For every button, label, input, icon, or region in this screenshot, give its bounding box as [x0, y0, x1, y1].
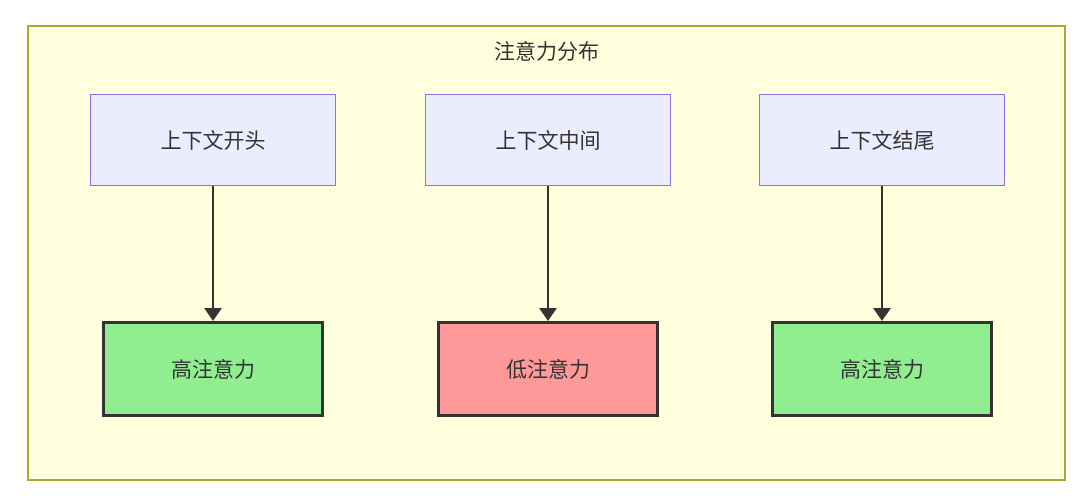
node-high-attention-right: 高注意力	[771, 321, 993, 417]
attention-distribution-subgraph: 注意力分布 上下文开头 高注意力 上下文中间 低注意力 上下文结尾	[27, 25, 1066, 481]
column-context-end: 上下文结尾 高注意力	[752, 94, 1012, 417]
column-context-beginning: 上下文开头 高注意力	[83, 94, 343, 417]
edge-end-to-attention	[873, 186, 891, 321]
arrowhead-down-icon	[204, 308, 222, 321]
diagram-title: 注意力分布	[494, 41, 599, 64]
arrowhead-down-icon	[873, 308, 891, 321]
edge-middle-to-attention	[539, 186, 557, 321]
edge-line	[547, 186, 549, 308]
node-label: 上下文结尾	[829, 130, 935, 153]
edge-line	[212, 186, 214, 308]
node-label: 高注意力	[840, 359, 924, 382]
column-context-middle: 上下文中间 低注意力	[418, 94, 678, 417]
node-label: 低注意力	[506, 359, 590, 382]
node-label: 高注意力	[171, 359, 255, 382]
node-high-attention-left: 高注意力	[102, 321, 324, 417]
node-context-middle: 上下文中间	[425, 94, 671, 186]
node-context-beginning: 上下文开头	[90, 94, 336, 186]
node-context-end: 上下文结尾	[759, 94, 1005, 186]
arrowhead-down-icon	[539, 308, 557, 321]
node-label: 上下文开头	[160, 130, 266, 153]
node-label: 上下文中间	[495, 130, 601, 153]
node-low-attention: 低注意力	[437, 321, 659, 417]
edge-beginning-to-attention	[204, 186, 222, 321]
edge-line	[881, 186, 883, 308]
